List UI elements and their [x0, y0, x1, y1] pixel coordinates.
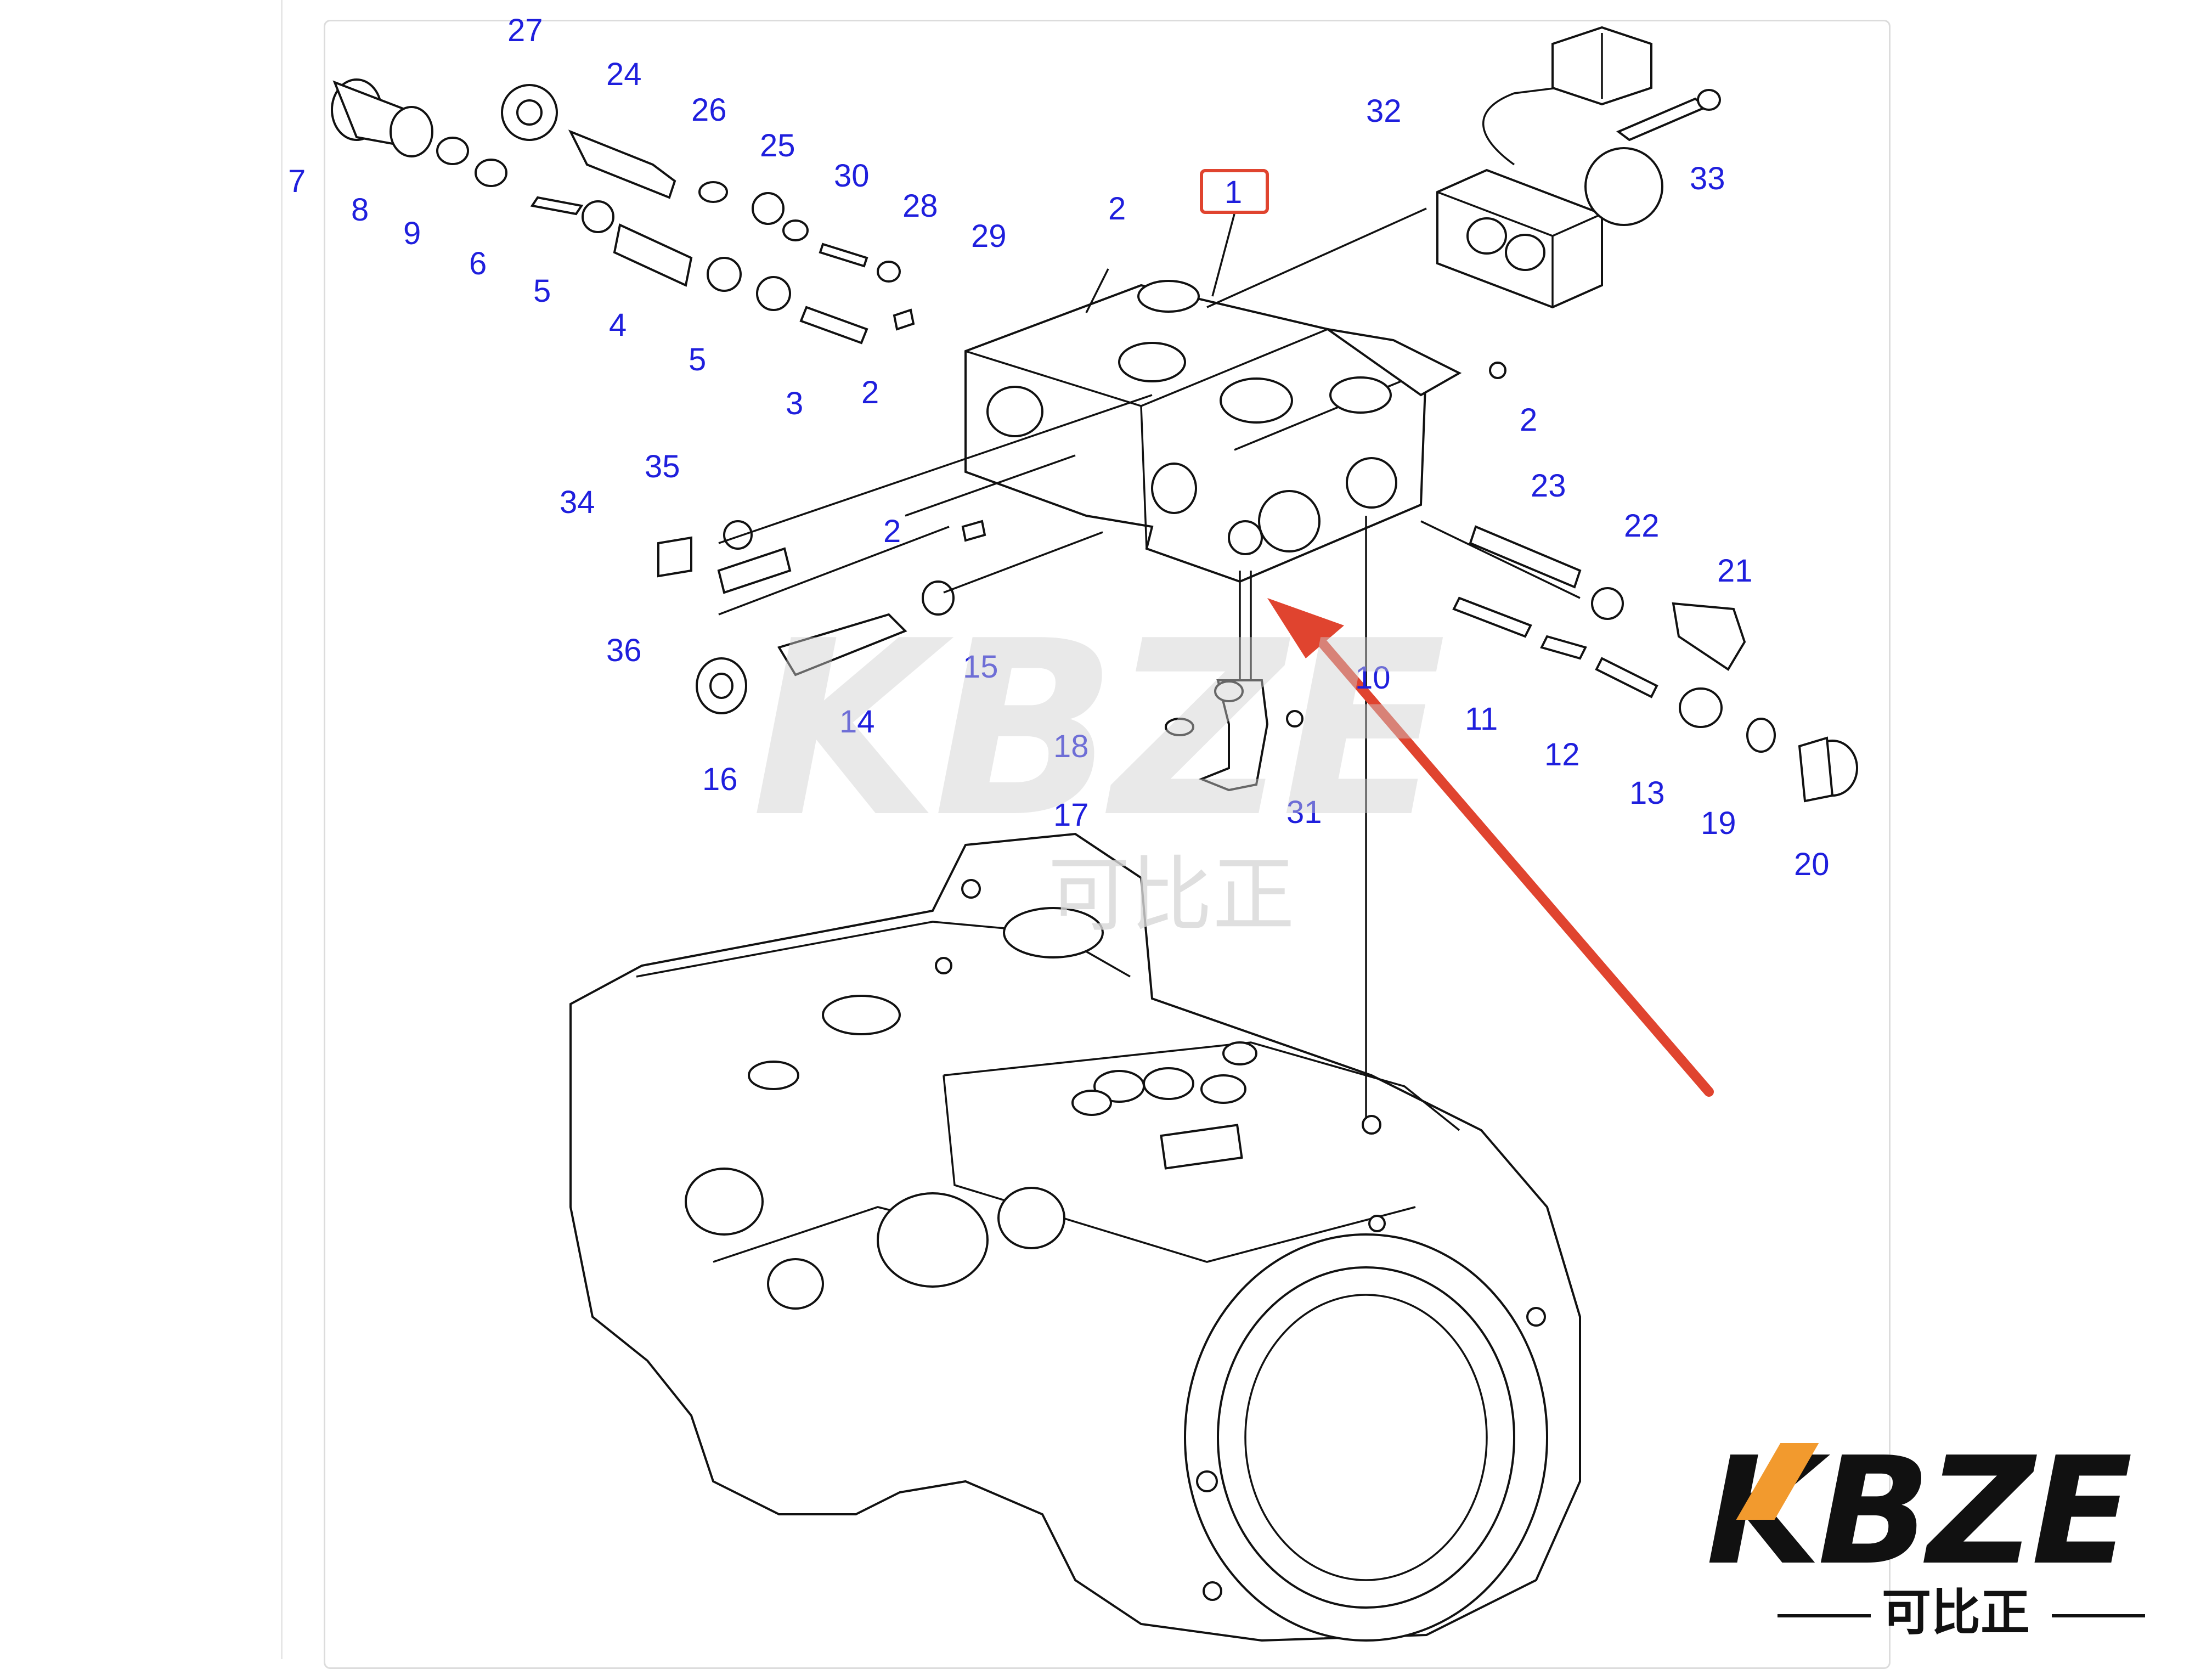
pump-housing: [569, 832, 1581, 1642]
label-16: 16: [702, 762, 738, 797]
label-29: 29: [971, 218, 1007, 254]
label-9: 9: [403, 216, 421, 251]
label-7: 7: [288, 163, 306, 199]
label-15: 15: [963, 649, 998, 685]
label-2: 2: [861, 375, 879, 410]
watermark: KBZE: [752, 609, 1575, 850]
label-4: 4: [609, 307, 627, 343]
label-5: 5: [689, 342, 706, 377]
label-12: 12: [1544, 737, 1580, 773]
label-21: 21: [1717, 553, 1753, 589]
label-19: 19: [1701, 805, 1736, 841]
label-5: 5: [533, 273, 551, 309]
leader-lines: [718, 207, 1581, 1119]
label-31: 31: [1286, 794, 1322, 830]
solenoid-valve: [1436, 26, 1721, 309]
logo-chinese: 可比正: [1882, 1584, 2030, 1642]
label-26: 26: [691, 92, 727, 128]
label-32: 32: [1366, 93, 1402, 129]
label-35: 35: [645, 449, 680, 484]
label-13: 13: [1629, 775, 1665, 811]
label-14: 14: [839, 704, 875, 740]
right-side-parts: [1452, 362, 1858, 803]
label-30: 30: [834, 158, 870, 194]
label-1: 1: [1224, 174, 1242, 210]
label-34: 34: [560, 484, 595, 520]
label-20: 20: [1794, 847, 1830, 882]
label-23: 23: [1531, 468, 1566, 504]
label-10: 10: [1355, 660, 1391, 696]
part-labels: 1 2 2 2 2 3 4 5 5 6 7 8 9 10 11 12 13 14…: [288, 13, 1830, 882]
label-33: 33: [1690, 161, 1725, 196]
callout-highlight-box: [1200, 169, 1269, 214]
label-11: 11: [1465, 701, 1498, 737]
label-18: 18: [1053, 729, 1089, 764]
page-divider: [281, 0, 283, 1659]
label-8: 8: [351, 192, 369, 228]
label-6: 6: [469, 246, 487, 281]
watermark-chinese: 可比正: [1048, 848, 1295, 943]
label-36: 36: [606, 633, 642, 668]
watermark-brand: KBZE: [752, 589, 1446, 870]
label-28: 28: [902, 188, 938, 224]
valve-body: [964, 280, 1462, 583]
brand-logo: KBZE 可比正: [1706, 1437, 2200, 1646]
label-17: 17: [1053, 797, 1089, 833]
lever-assembly: [1165, 571, 1304, 792]
label-22: 22: [1624, 508, 1660, 544]
pointer-arrow: [1267, 598, 1714, 1097]
label-25: 25: [760, 128, 795, 163]
label-2: 2: [883, 514, 901, 549]
label-2: 2: [1520, 402, 1537, 438]
logo-dash-right: [2052, 1614, 2145, 1617]
label-27: 27: [507, 13, 543, 48]
left-side-parts: [331, 78, 986, 714]
logo-dash-left: [1778, 1614, 1871, 1617]
label-2: 2: [1108, 191, 1126, 227]
label-24: 24: [606, 57, 642, 92]
label-3: 3: [786, 386, 803, 421]
